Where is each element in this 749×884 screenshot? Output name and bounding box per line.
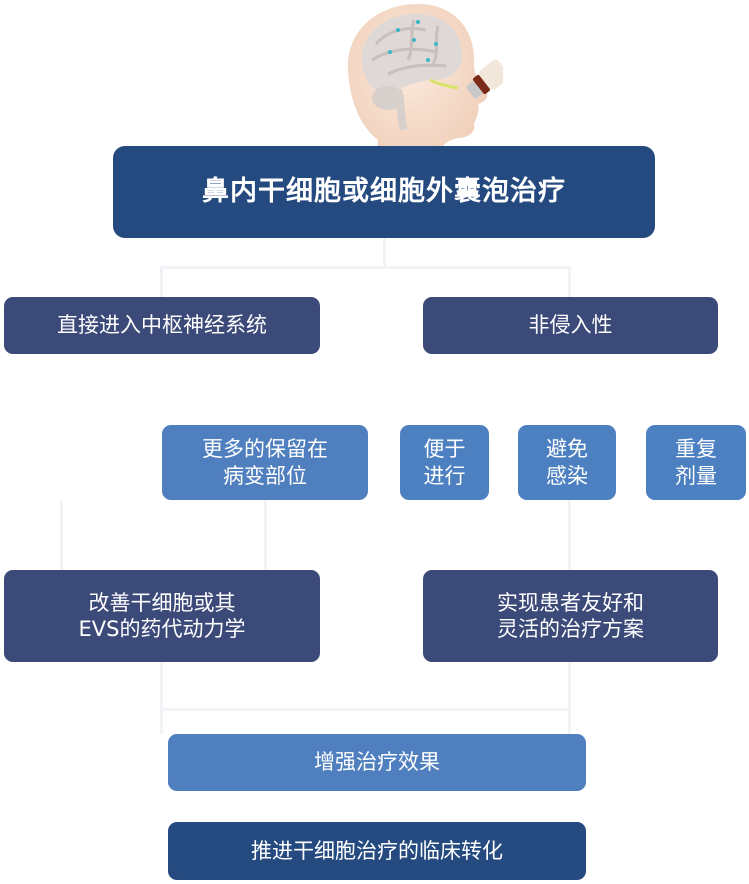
benefit-easy-to-perform: 便于 进行	[400, 425, 489, 500]
connector-left-down	[160, 266, 163, 298]
benefit-pharmacokinetics: 改善干细胞或其 EVS的药代动力学	[4, 570, 320, 662]
outcome-enhanced-efficacy: 增强治疗效果	[168, 734, 586, 791]
benefit-direct-cns: 直接进入中枢神经系统	[4, 297, 320, 354]
connector-title-down	[383, 238, 386, 268]
head-with-nasal-spray-icon	[347, 4, 503, 168]
benefit-avoid-infection: 避免 感染	[518, 425, 616, 500]
benefit-patient-friendly: 实现患者友好和 灵活的治疗方案	[423, 570, 718, 662]
title-box: 鼻内干细胞或细胞外囊泡治疗	[113, 146, 655, 238]
benefit-non-invasive: 非侵入性	[423, 297, 718, 354]
connector-left-mid	[264, 500, 267, 570]
connector-branch	[160, 266, 570, 269]
benefit-repeat-dosing: 重复 剂量	[646, 425, 746, 500]
benefit-more-retention: 更多的保留在 病变部位	[162, 425, 368, 500]
connector-bottom-left	[160, 662, 163, 734]
connector-right-down	[568, 266, 571, 298]
connector-bottom-join	[160, 708, 570, 711]
connector-right-mid	[568, 500, 571, 570]
connector-bottom-right	[568, 662, 571, 734]
outcome-clinical-translation: 推进干细胞治疗的临床转化	[168, 822, 586, 880]
connector-left-side	[60, 500, 63, 570]
